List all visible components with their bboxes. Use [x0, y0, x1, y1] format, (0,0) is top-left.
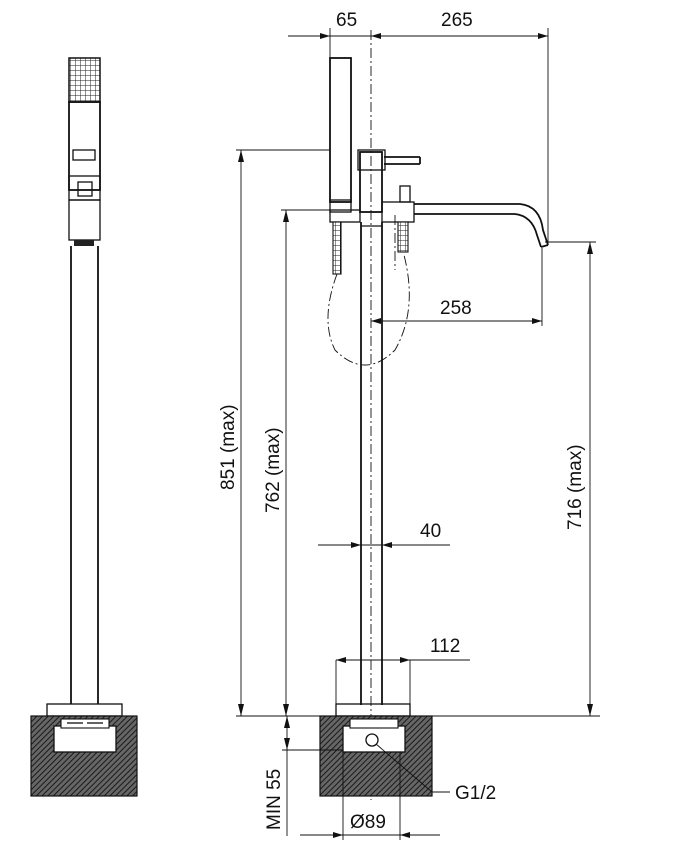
label-40: 40 [420, 521, 441, 542]
label-112: 112 [430, 636, 460, 657]
shower-button [72, 149, 96, 161]
hand-shower-head [68, 57, 101, 103]
connection-fitting [365, 733, 379, 747]
label-89: Ø89 [350, 812, 386, 833]
label-762: 762 (max) [263, 427, 284, 513]
hand-shower-body [68, 101, 101, 191]
label-265: 265 [441, 10, 473, 31]
label-min55: MIN 55 [264, 769, 285, 830]
dimension-labels: 65 265 258 40 112 Ø89 G1/2 851 (max) 762… [218, 10, 586, 833]
label-65: 65 [336, 10, 357, 31]
side-view [30, 57, 138, 797]
hand-shower-front [329, 57, 352, 203]
side-valve-box [53, 725, 117, 753]
label-716: 716 (max) [565, 444, 586, 530]
hose-connector [74, 240, 94, 246]
mixer-body [359, 151, 383, 213]
shower-holder-bracket [68, 199, 101, 241]
dimension-lines [236, 28, 600, 840]
shower-holder [77, 181, 93, 197]
front-base-plate [335, 703, 411, 717]
front-view [319, 30, 549, 800]
label-258: 258 [440, 298, 472, 319]
side-base-plate [46, 703, 123, 717]
label-851: 851 (max) [218, 404, 239, 490]
label-g12: G1/2 [455, 783, 496, 804]
